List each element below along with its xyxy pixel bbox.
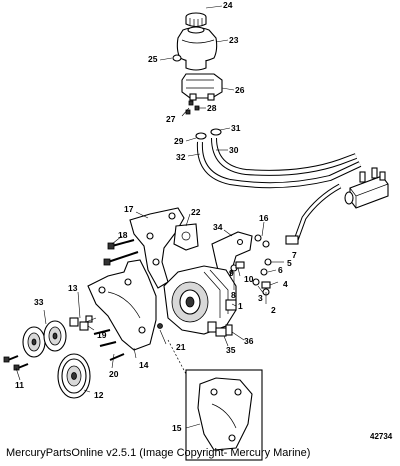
callout-26: 26 <box>235 85 245 95</box>
callout-32: 32 <box>176 152 186 162</box>
idler-pulleys <box>22 320 67 358</box>
callout-21: 21 <box>176 342 186 352</box>
supply-hose <box>196 141 362 189</box>
callout-27: 27 <box>166 114 176 124</box>
fluid-cooler <box>344 167 389 209</box>
callout-35: 35 <box>226 345 236 355</box>
callout-15: 15 <box>172 423 182 433</box>
pump-upper-bracket <box>129 207 185 289</box>
callout-36: 36 <box>244 336 254 346</box>
callout-2: 2 <box>271 305 276 315</box>
callout-3: 3 <box>258 293 263 303</box>
pump-side-bracket <box>211 231 253 279</box>
reservoir-cap <box>185 12 207 28</box>
gasket-inset-view <box>167 339 263 461</box>
bracket-screws <box>185 100 200 115</box>
callout-19: 19 <box>97 330 107 340</box>
callout-10: 10 <box>244 274 254 284</box>
callout-24: 24 <box>223 0 233 10</box>
return-hose <box>211 137 358 176</box>
callout-labels: 24 23 25 26 27 28 29 31 32 30 17 22 18 3… <box>15 0 297 433</box>
fastener-bolts <box>3 323 163 371</box>
callout-23: 23 <box>229 35 239 45</box>
callout-25: 25 <box>148 54 158 64</box>
fluid-reservoir <box>176 26 218 71</box>
callout-17: 17 <box>124 204 134 214</box>
pump-back-plate <box>87 259 157 351</box>
callout-4: 4 <box>283 279 288 289</box>
callout-31: 31 <box>231 123 241 133</box>
callout-29: 29 <box>174 136 184 146</box>
pressure-hose <box>285 183 342 245</box>
callout-12: 12 <box>94 390 104 400</box>
callout-8: 8 <box>231 290 236 300</box>
callout-5: 5 <box>287 258 292 268</box>
callout-13: 13 <box>68 283 78 293</box>
reservoir-bracket <box>181 73 223 101</box>
pump-pulley <box>57 353 91 399</box>
callout-20: 20 <box>109 369 119 379</box>
hose-clamps <box>195 128 222 140</box>
callout-30: 30 <box>229 145 239 155</box>
mounting-bolts <box>103 239 139 266</box>
leader-lines <box>15 5 284 429</box>
bracket-gasket <box>173 223 199 251</box>
callout-16: 16 <box>259 213 269 223</box>
callout-14: 14 <box>139 360 149 370</box>
callout-33: 33 <box>34 297 44 307</box>
callout-11: 11 <box>15 380 24 390</box>
figure-number: 42734 <box>370 432 393 441</box>
callout-18: 18 <box>118 230 128 240</box>
callout-6: 6 <box>278 265 283 275</box>
callout-1: 1 <box>238 301 243 311</box>
reservoir-o-ring <box>172 54 182 62</box>
callout-7: 7 <box>292 250 297 260</box>
pulley-spacers <box>69 315 93 331</box>
callout-22: 22 <box>191 207 201 217</box>
callout-9: 9 <box>229 268 234 278</box>
callout-34: 34 <box>213 222 223 232</box>
power-steering-pump <box>163 265 237 335</box>
copyright-footer: MercuryPartsOnline v2.5.1 (Image Copyrig… <box>6 447 311 459</box>
callout-28: 28 <box>207 103 217 113</box>
